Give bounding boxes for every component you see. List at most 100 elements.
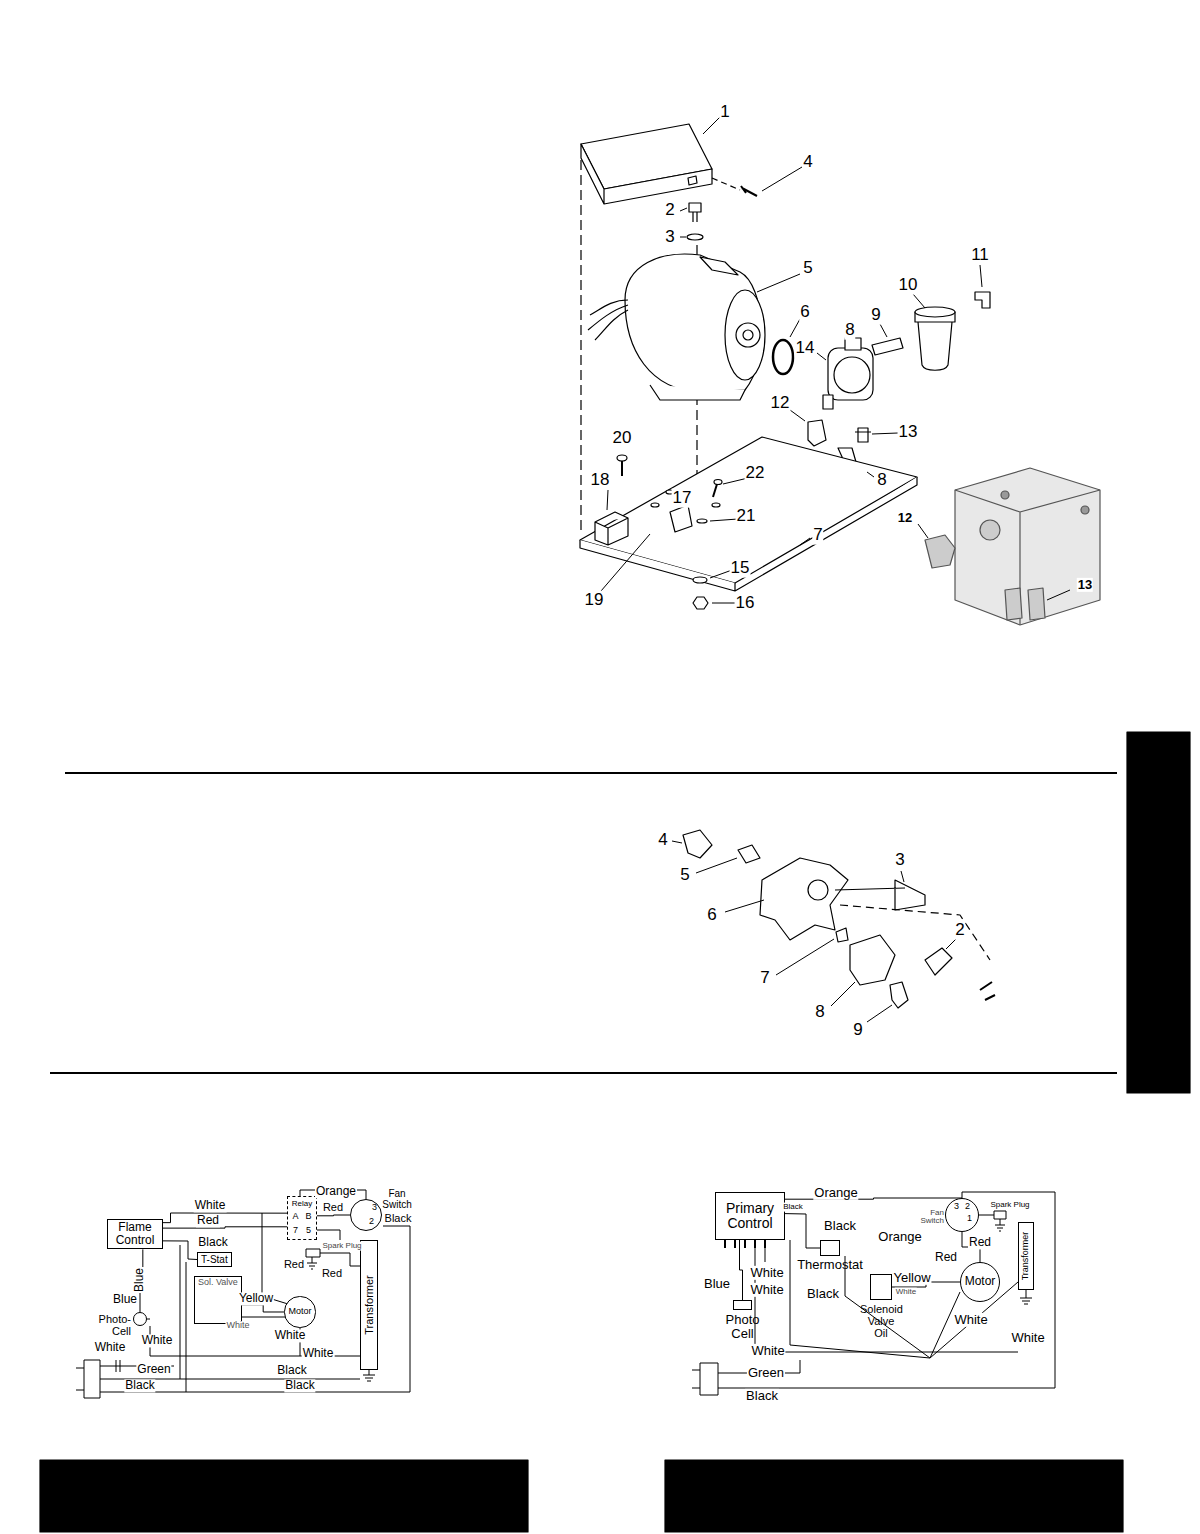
wire-connector xyxy=(785,1214,820,1248)
transformer-box: Transformer xyxy=(360,1240,378,1370)
node-label: 5 xyxy=(302,1226,315,1236)
screw xyxy=(741,186,757,196)
motor xyxy=(743,330,753,340)
alignment-line xyxy=(712,178,740,190)
motor-circle: Motor xyxy=(284,1296,315,1327)
divider-rule xyxy=(50,773,1117,1073)
wire-label: Red xyxy=(321,1267,343,1279)
washer xyxy=(687,234,703,240)
ground-symbol xyxy=(363,1370,375,1381)
callout-number: 4 xyxy=(802,153,813,172)
wire-color: Yellow xyxy=(892,1271,931,1285)
wire-color: White xyxy=(194,1199,227,1212)
thermostat-box: Thermostat xyxy=(820,1240,840,1256)
node-label: 1 xyxy=(967,1214,972,1224)
motor-leads xyxy=(588,300,628,340)
node-label: 2 xyxy=(369,1217,374,1227)
clip xyxy=(925,948,952,975)
filter xyxy=(915,312,955,370)
control-box: Primary Control xyxy=(715,1192,785,1240)
node-label: 2 xyxy=(965,1202,970,1212)
nozzle xyxy=(683,830,712,858)
leader-line xyxy=(672,841,957,1022)
motor xyxy=(725,290,765,380)
wire-label: Orange xyxy=(877,1230,922,1244)
callout-number: 17 xyxy=(672,489,693,508)
wire-label: White xyxy=(274,1329,307,1342)
bolt xyxy=(1081,506,1089,514)
node-label: 3 xyxy=(372,1203,377,1213)
wire-connector xyxy=(163,1241,197,1260)
wire-connector xyxy=(242,1305,285,1312)
elbow xyxy=(975,292,990,308)
spark-plug-symbol xyxy=(994,1211,1006,1231)
callout-number: 16 xyxy=(735,594,756,613)
photocell-box: Photo Cell xyxy=(733,1300,752,1310)
wire-label: White xyxy=(895,1288,917,1297)
cover xyxy=(581,144,712,204)
wire-label: Black xyxy=(745,1389,779,1403)
node-label: 7 xyxy=(289,1226,302,1236)
wire-label: White xyxy=(141,1334,174,1347)
pump-inset xyxy=(955,490,1100,625)
node-label: Fan Switch xyxy=(918,1209,944,1226)
wire-label: Blue xyxy=(112,1293,138,1306)
wire-label: Black xyxy=(384,1212,413,1224)
callout-number: 6 xyxy=(706,906,717,925)
leader-line xyxy=(601,117,982,603)
hole xyxy=(712,503,720,507)
bolt xyxy=(1001,491,1009,499)
bracket xyxy=(670,505,692,532)
node-label: Relay xyxy=(289,1200,315,1209)
callout-number: 12 xyxy=(770,394,791,413)
wire-label: Spark Plug xyxy=(321,1242,362,1251)
fitting xyxy=(1005,588,1045,620)
screw xyxy=(980,982,995,1000)
node-label: Solenoid Valve Oil xyxy=(860,1303,902,1339)
wire-label: White xyxy=(953,1313,988,1327)
callout-number: 8 xyxy=(876,471,887,490)
wire-label: Red xyxy=(283,1258,305,1270)
node-label: Thermostat xyxy=(797,1258,863,1272)
screw xyxy=(713,484,717,497)
switch-circle: Fan Switch32 xyxy=(350,1199,382,1231)
elbow xyxy=(890,982,908,1008)
nut xyxy=(693,597,708,609)
wire-label: Red xyxy=(968,1236,992,1249)
callout-number: 7 xyxy=(812,526,823,545)
base-plate xyxy=(580,477,917,591)
callout-number: 3 xyxy=(894,851,905,870)
plug-symbol xyxy=(692,1363,718,1395)
node-label: B xyxy=(302,1212,315,1222)
wire-color: Orange xyxy=(813,1186,858,1200)
wire-connector xyxy=(163,1213,287,1223)
screw xyxy=(617,455,627,461)
hole xyxy=(651,503,659,507)
control-box: Flame Control xyxy=(107,1219,163,1249)
callout-number: 19 xyxy=(584,591,605,610)
plug-symbol xyxy=(76,1360,120,1398)
bracket xyxy=(760,858,848,940)
callout-number: 13 xyxy=(1077,578,1093,592)
fitting xyxy=(855,428,871,442)
wire-label: White xyxy=(225,1321,250,1331)
node-label: A xyxy=(289,1212,302,1222)
wire-color: Blue xyxy=(133,1267,146,1293)
node-label: Transformer xyxy=(363,1275,375,1335)
wire-label: Green xyxy=(747,1366,785,1380)
wire-label: Black xyxy=(124,1379,155,1392)
bracket xyxy=(808,880,828,900)
callout-number: 15 xyxy=(730,559,751,578)
callout-number: 5 xyxy=(679,866,690,885)
callout-number: 5 xyxy=(802,259,813,278)
wire-label: Black xyxy=(806,1287,840,1301)
section-tab xyxy=(1127,732,1190,1093)
wire-color: Red xyxy=(934,1251,958,1264)
callout-number: 14 xyxy=(795,339,816,358)
wire-label: Green xyxy=(136,1363,171,1376)
callout-number: 13 xyxy=(898,423,919,442)
ground-symbol xyxy=(1020,1290,1032,1304)
callout-number: 9 xyxy=(870,306,881,325)
